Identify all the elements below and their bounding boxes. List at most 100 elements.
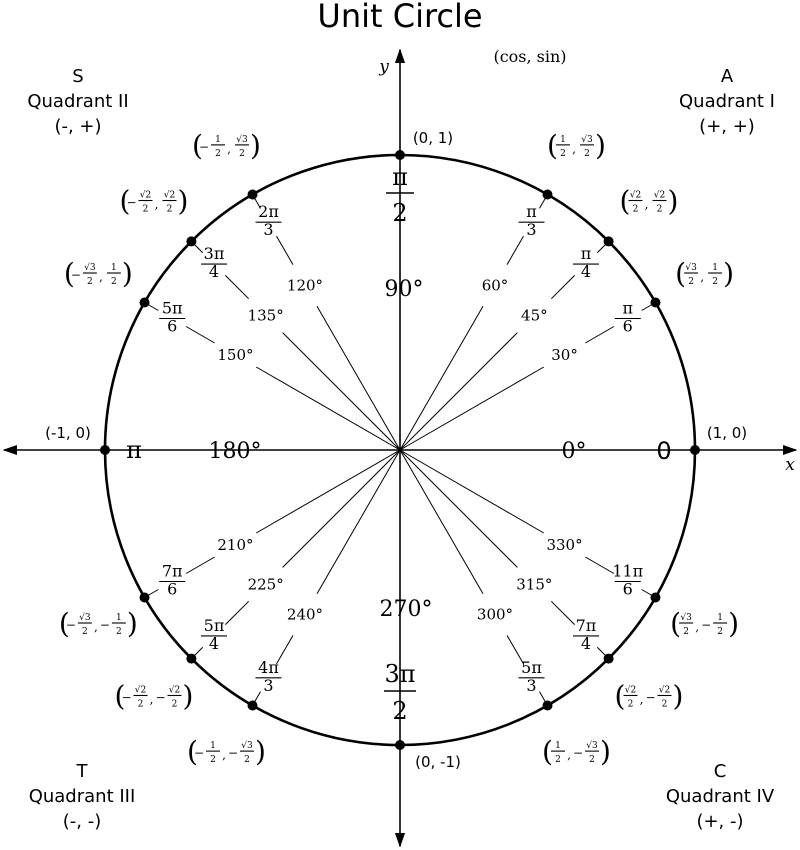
radian-label-315-den: 4 [581,634,591,653]
coords-open-paren-315: ( [614,679,625,712]
sin-60-den: 2 [584,149,590,159]
cos-150-num: √3 [84,262,96,273]
ray-outer-300 [506,635,524,665]
quadrant-iv-letter: C [714,761,727,782]
point-135 [186,236,197,247]
sin-sign-240: − [228,746,238,760]
coords-close-paren-120: ) [250,129,261,162]
coords-300: (12,−√32) [542,735,611,768]
radian-label-45-num: π [581,244,592,263]
sin-sign-225: − [155,690,165,704]
sin-sign-300: − [573,746,583,760]
cos-sign-210: − [66,618,76,632]
angle-150: 150°5π6(−√32,12) [64,257,401,451]
angle-225: 225°5π4(−√22,−√22) [115,449,401,712]
point-120 [247,189,258,200]
angle-45: 45°π4(√22,√22) [399,185,678,451]
point-90 [395,150,405,160]
ray-outer-45 [550,274,576,300]
coords-0: (1, 0) [707,424,747,442]
ray-inner-135 [282,332,401,451]
coords-open-paren-210: ( [59,607,70,640]
cos-210-num: √3 [79,612,91,623]
angle-30: 30°π6(√32,12) [399,257,734,451]
ray-inner-240 [316,449,401,595]
coords-225: (−√22,−√22) [115,679,194,712]
coords-close-paren-315: ) [672,679,683,712]
cos-120-num: 1 [215,135,221,145]
sin-300-num: √3 [586,740,598,751]
coords-210: (−√32,−12) [59,607,138,640]
ray-inner-150 [255,366,401,451]
radian-label-330-den: 6 [623,580,633,599]
cos-135-den: 2 [143,205,149,215]
degree-label-240: 240° [287,606,323,624]
sin-sign-315: − [645,690,655,704]
coords-open-paren-225: ( [115,679,126,712]
coords-open-paren-135: ( [120,185,131,218]
coords-comma-45: , [645,198,649,212]
radian-label-240-den: 3 [263,676,273,695]
sin-45-den: 2 [657,205,663,215]
coords-comma-135: , [155,198,159,212]
cos-225-num: √2 [135,684,146,695]
quadrant-i-label: A Quadrant I (+, +) [679,66,775,137]
degree-label-270: 270° [380,597,433,622]
sin-240-num: √3 [241,740,253,751]
angle-60: 60°π3(12,√32) [399,129,606,451]
sin-210-num: 1 [116,613,122,623]
coords-close-paren-30: ) [723,257,734,290]
coords-comma-60: , [572,142,576,156]
point-180 [100,445,110,455]
angle-180: (-1, 0) 180° π [45,424,261,464]
point-330 [650,592,661,603]
sin-330-num: 1 [717,613,723,623]
cos-210-den: 2 [82,627,88,637]
cos-sign-240: − [194,746,204,760]
radian-label-0: 0 [656,437,671,465]
sin-120-num: √3 [236,134,248,145]
radian-label-30-num: π [623,299,634,318]
cos-330-den: 2 [683,627,689,637]
coords-150: (−√32,12) [64,257,133,290]
coords-comma-120: , [227,142,231,156]
sin-150-den: 2 [111,277,117,287]
cos-sign-120: − [199,140,209,154]
coords-comma-150: , [99,270,103,284]
degree-label-330: 330° [546,536,582,554]
diagram-title: Unit Circle [317,0,482,35]
degree-label-60: 60° [482,276,509,294]
coords-close-paren-60: ) [595,129,606,162]
quadrant-iii-label: T Quadrant III (-, -) [29,761,136,832]
degree-label-315: 315° [516,575,552,593]
coords-open-paren-330: ( [670,607,681,640]
coords-comma-225: , [150,692,154,706]
quadrant-ii-name: Quadrant II [27,91,128,112]
radian-label-150-den: 6 [167,317,177,336]
radian-num-270: 3π [384,660,415,688]
sin-45-num: √2 [654,190,665,201]
ray-outer-225 [224,600,250,626]
x-axis-label: x [785,455,795,475]
quadrant-ii-signs: (-, +) [54,116,101,137]
coords-close-paren-240: ) [255,735,266,768]
cos-45-den: 2 [633,205,639,215]
sin-120-den: 2 [239,149,245,159]
radian-label-150-num: 5π [162,299,183,318]
quadrant-i-signs: (+, +) [699,116,755,137]
point-270 [395,740,405,750]
point-45 [603,236,614,247]
coords-close-paren-150: ) [122,257,133,290]
radian-label-315-num: 7π [576,616,597,635]
ray-inner-330 [399,449,545,534]
sin-60-num: √3 [581,134,593,145]
ray-inner-315 [399,449,518,568]
cos-30-num: √3 [685,262,697,273]
degree-label-30: 30° [551,346,578,364]
ray-inner-45 [399,332,518,451]
point-0 [690,445,700,455]
point-315 [603,653,614,664]
sin-225-den: 2 [172,699,178,709]
